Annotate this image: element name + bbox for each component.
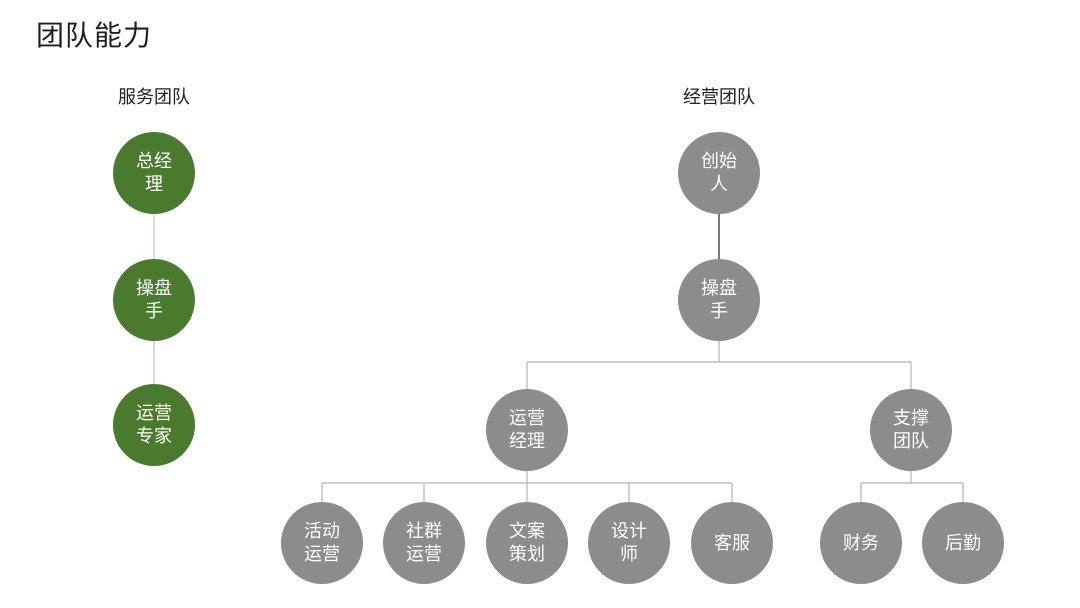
operations-team-title: 经营团队 <box>683 87 755 108</box>
service-node-trader: 操盘 手 <box>113 259 195 341</box>
page-title: 团队能力 <box>36 19 153 52</box>
ops-node-label: 支撑 团队 <box>893 408 929 452</box>
ops-node-community-ops: 社群 运营 <box>383 502 465 584</box>
service-node-label: 运营 专家 <box>136 403 172 447</box>
ops-node-event-ops: 活动 运营 <box>281 502 363 584</box>
service-team-title: 服务团队 <box>118 87 190 108</box>
ops-node-label: 操盘 手 <box>701 278 737 322</box>
ops-node-customer-service: 客服 <box>691 502 773 584</box>
ops-node-label: 后勤 <box>945 532 981 554</box>
ops-node-label: 文案 策划 <box>509 521 545 565</box>
ops-node-founder: 创始 人 <box>678 132 760 214</box>
ops-node-ops-manager: 运营 经理 <box>486 389 568 471</box>
ops-node-copywriting: 文案 策划 <box>486 502 568 584</box>
ops-node-label: 客服 <box>714 532 750 554</box>
ops-node-label: 活动 运营 <box>304 521 340 565</box>
ops-node-label: 创始 人 <box>701 151 737 195</box>
service-node-ops-expert: 运营 专家 <box>113 384 195 466</box>
ops-node-logistics: 后勤 <box>922 502 1004 584</box>
service-node-label: 操盘 手 <box>136 278 172 322</box>
ops-node-label: 运营 经理 <box>509 408 545 452</box>
ops-node-label: 财务 <box>843 532 879 554</box>
ops-node-trader: 操盘 手 <box>678 259 760 341</box>
ops-node-designer: 设计 师 <box>588 502 670 584</box>
service-node-general-manager: 总经 理 <box>113 132 195 214</box>
ops-node-support-team: 支撑 团队 <box>870 389 952 471</box>
service-node-label: 总经 理 <box>136 151 172 195</box>
ops-node-label: 社群 运营 <box>406 521 442 565</box>
ops-node-label: 设计 师 <box>611 521 647 565</box>
ops-node-finance: 财务 <box>820 502 902 584</box>
